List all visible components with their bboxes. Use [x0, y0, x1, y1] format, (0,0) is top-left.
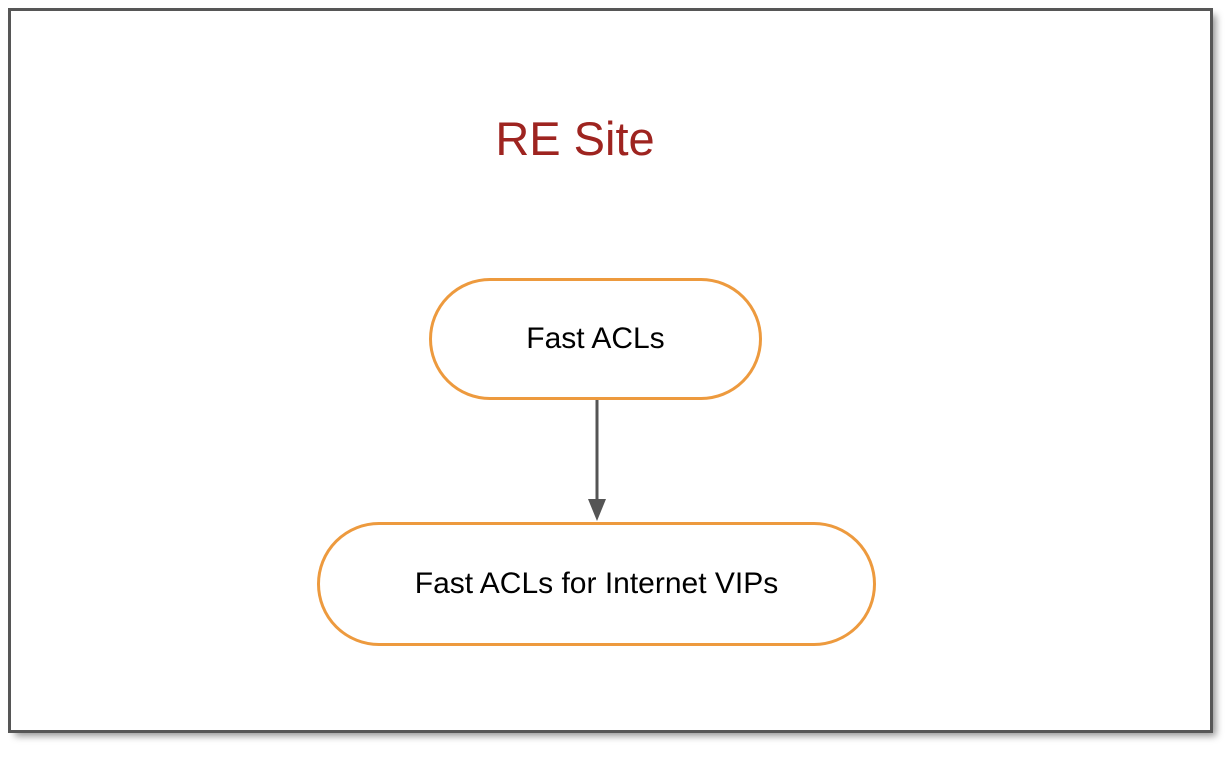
node-fast-acls-for-internet-vips-label: Fast ACLs for Internet VIPs [414, 566, 779, 600]
diagram-frame: RE Site Fast ACLs Fast ACLs for Internet… [8, 8, 1213, 733]
node-fast-acls-label: Fast ACLs [526, 321, 665, 355]
node-fast-acls[interactable]: Fast ACLs [429, 278, 762, 400]
page-title: RE Site [495, 112, 655, 165]
edge-arrowhead-icon [588, 499, 606, 521]
node-fast-acls-for-internet-vips[interactable]: Fast ACLs for Internet VIPs [317, 522, 876, 646]
edge-fast-acls-to-internet-vips [588, 391, 606, 521]
